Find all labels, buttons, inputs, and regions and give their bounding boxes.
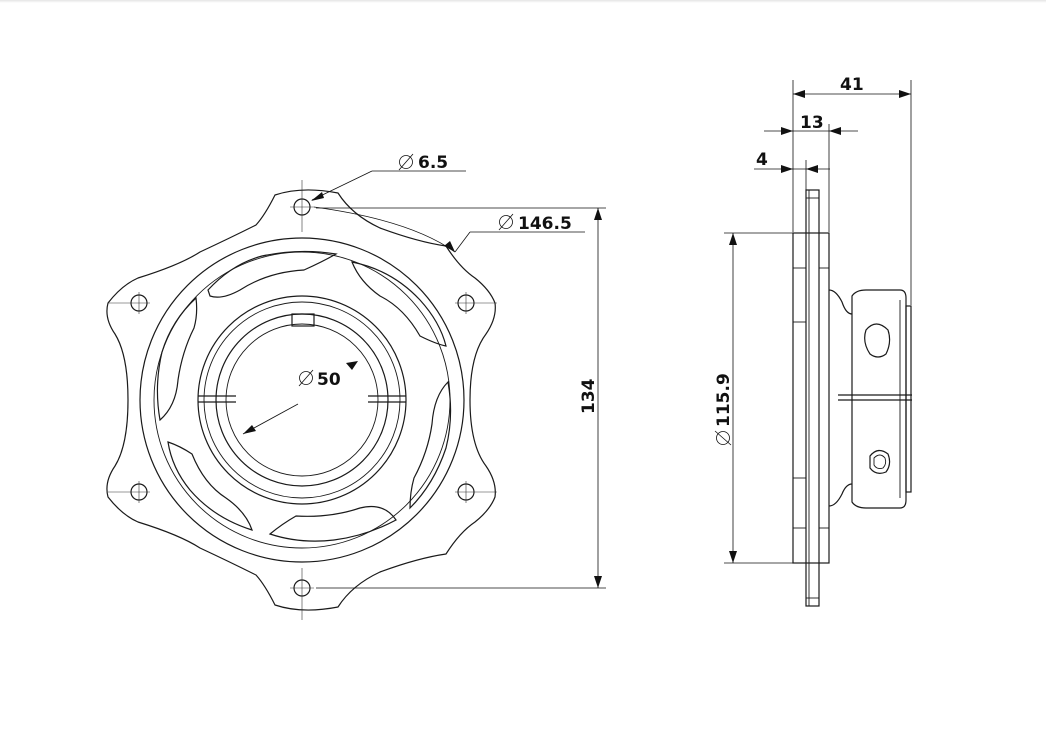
front-main-ring-outer: [139, 237, 465, 563]
dim-hub-offset: 13: [764, 113, 858, 232]
dim-hub-offset-value: 13: [800, 113, 824, 133]
front-clamp-gap: [198, 395, 406, 403]
dim-bore-value: 50: [317, 370, 341, 390]
front-bore: [215, 313, 389, 487]
front-bore-inner: [225, 323, 379, 477]
bolt-hole-bottom: [290, 568, 314, 620]
bolt-hole-top: [290, 180, 314, 232]
bolt-hole-left-lower: [108, 481, 150, 503]
dim-bolt-circle: 146.5: [313, 206, 585, 253]
dim-flange-thickness-value: 4: [756, 150, 768, 170]
front-hub-outer: [197, 295, 407, 505]
dim-overall-width-value: 41: [840, 75, 864, 95]
front-slot: [351, 261, 447, 347]
front-bolt-holes: [108, 180, 497, 620]
dim-height-value: 134: [579, 378, 599, 414]
bolt-hole-left-upper: [108, 292, 150, 314]
bolt-hole-right-lower: [455, 481, 497, 503]
front-keyway: [291, 313, 315, 327]
front-hub-step: [203, 301, 401, 499]
side-hub-lip: [905, 305, 912, 493]
dim-flange-diameter: 115.9: [714, 232, 793, 564]
top-shadow-strip: [0, 0, 1046, 3]
front-slot: [268, 505, 397, 542]
side-hub-fillet-top: [828, 289, 853, 315]
front-slot: [156, 296, 198, 422]
side-hub-fillet-bottom: [828, 483, 853, 507]
front-slot: [167, 441, 253, 531]
front-lightening-slots: [156, 250, 452, 542]
side-hub-port-top: [864, 323, 891, 358]
side-ring-body: [792, 232, 830, 564]
dim-flange-thickness: 4: [754, 150, 830, 190]
front-view: 6.5 146.5 50 134: [106, 153, 606, 620]
side-hub-body: [851, 289, 907, 509]
dim-flange-diameter-value: 115.9: [714, 373, 734, 427]
side-flange-plate: [805, 189, 820, 607]
side-view: 41 13 4 115.9: [714, 75, 912, 607]
bolt-hole-right-upper: [455, 292, 497, 314]
front-slot: [409, 380, 452, 510]
front-slot: [207, 250, 338, 298]
side-hub-port-bottom: [869, 449, 891, 474]
dim-bolt-hole: 6.5: [311, 153, 466, 201]
dim-bolt-circle-value: 146.5: [518, 214, 572, 234]
front-outer-flange: [106, 189, 496, 611]
dim-bore: 50: [242, 361, 358, 435]
dim-height: 134: [316, 207, 606, 589]
dim-bolt-hole-value: 6.5: [418, 153, 448, 173]
dim-overall-width: 41: [792, 75, 912, 305]
